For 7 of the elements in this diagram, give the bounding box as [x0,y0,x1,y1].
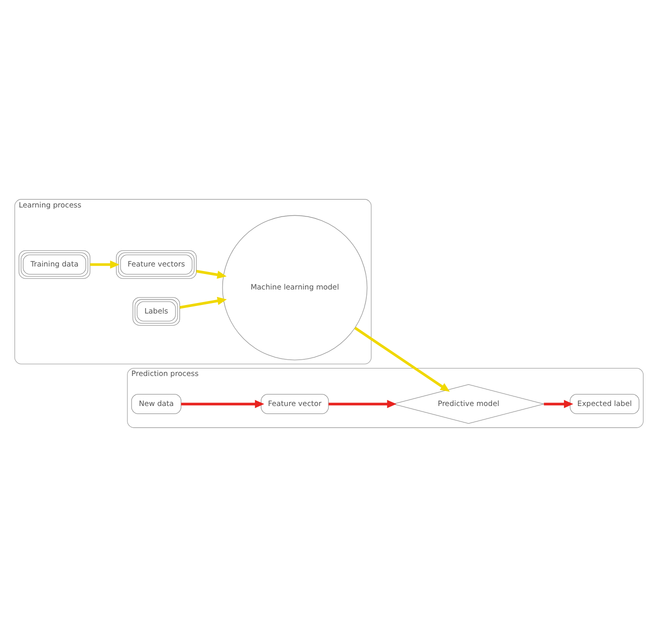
arrow [90,260,120,269]
arrow [354,326,450,392]
arrow [181,400,264,408]
arrow [328,400,396,408]
arrow [544,400,574,408]
arrow [180,296,227,309]
arrow [196,270,227,279]
